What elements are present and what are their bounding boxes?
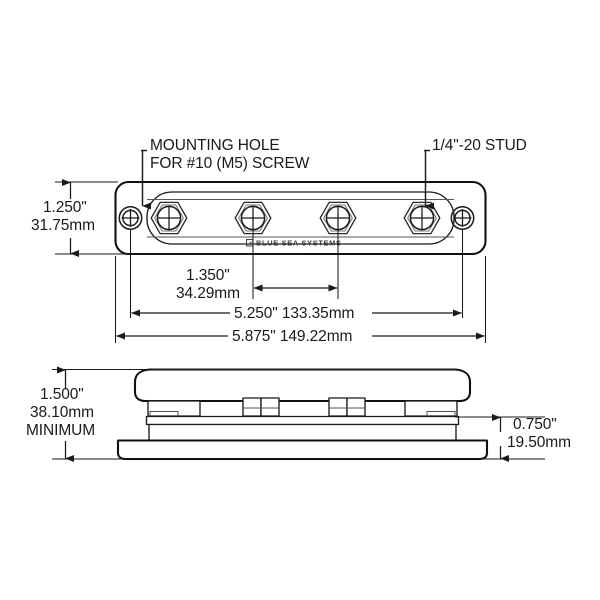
clearance-inches: 1.500" xyxy=(40,386,84,403)
dimension-hole-span: 5.250" 133.35mm xyxy=(129,229,464,322)
dimension-stud-spacing: 1.350" 34.29mm xyxy=(176,229,339,302)
top-view-group: BLUE SEA SYSTEMS xyxy=(114,180,487,256)
side-view-cover xyxy=(133,368,472,403)
side-view-base xyxy=(116,439,489,461)
clearance-note: MINIMUM xyxy=(26,422,95,439)
side-view-terminal-right xyxy=(404,400,458,417)
mounting-hole-right xyxy=(450,206,475,230)
clearance-mm: 38.10mm xyxy=(30,404,94,421)
side-view-busbar-plate xyxy=(145,415,460,426)
dimension-body-height: 1.250" 31.75mm xyxy=(31,179,300,257)
side-view-riser xyxy=(148,423,457,442)
height-dim-inches: 1.250" xyxy=(43,199,87,216)
side-view-terminal-left xyxy=(147,400,201,417)
mounting-hole-note-line1: MOUNTING HOLE xyxy=(150,137,280,154)
base-height-inches: 0.750" xyxy=(513,416,557,433)
dimension-base-height: 0.750" 19.50mm xyxy=(455,414,571,462)
hole-span-label: 5.250" 133.35mm xyxy=(234,305,354,322)
stud-nut-3 xyxy=(319,201,357,235)
callout-stud: 1/4"-20 STUD xyxy=(424,137,527,210)
mounting-hole-note-line2: FOR #10 (M5) SCREW xyxy=(150,155,310,172)
side-view-nut-pair-b xyxy=(328,397,366,417)
brand-label: BLUE SEA SYSTEMS xyxy=(256,239,342,248)
side-view-nut-pair-a xyxy=(242,397,280,417)
side-view-group xyxy=(116,368,489,461)
stud-spacing-mm: 34.29mm xyxy=(176,285,240,302)
dimension-overall-length: 5.875" 149.22mm xyxy=(114,256,487,345)
base-height-mm: 19.50mm xyxy=(507,434,571,451)
height-dim-mm: 31.75mm xyxy=(31,217,95,234)
overall-length-label: 5.875" 149.22mm xyxy=(232,328,352,345)
dimension-clearance: 1.500" 38.10mm MINIMUM xyxy=(26,366,152,462)
callout-mounting-hole: MOUNTING HOLE FOR #10 (M5) SCREW xyxy=(141,137,310,210)
stud-note-label: 1/4"-20 STUD xyxy=(432,137,527,154)
mounting-hole-left xyxy=(118,206,143,230)
stud-nut-1 xyxy=(150,201,188,235)
stud-spacing-inches: 1.350" xyxy=(186,267,230,284)
